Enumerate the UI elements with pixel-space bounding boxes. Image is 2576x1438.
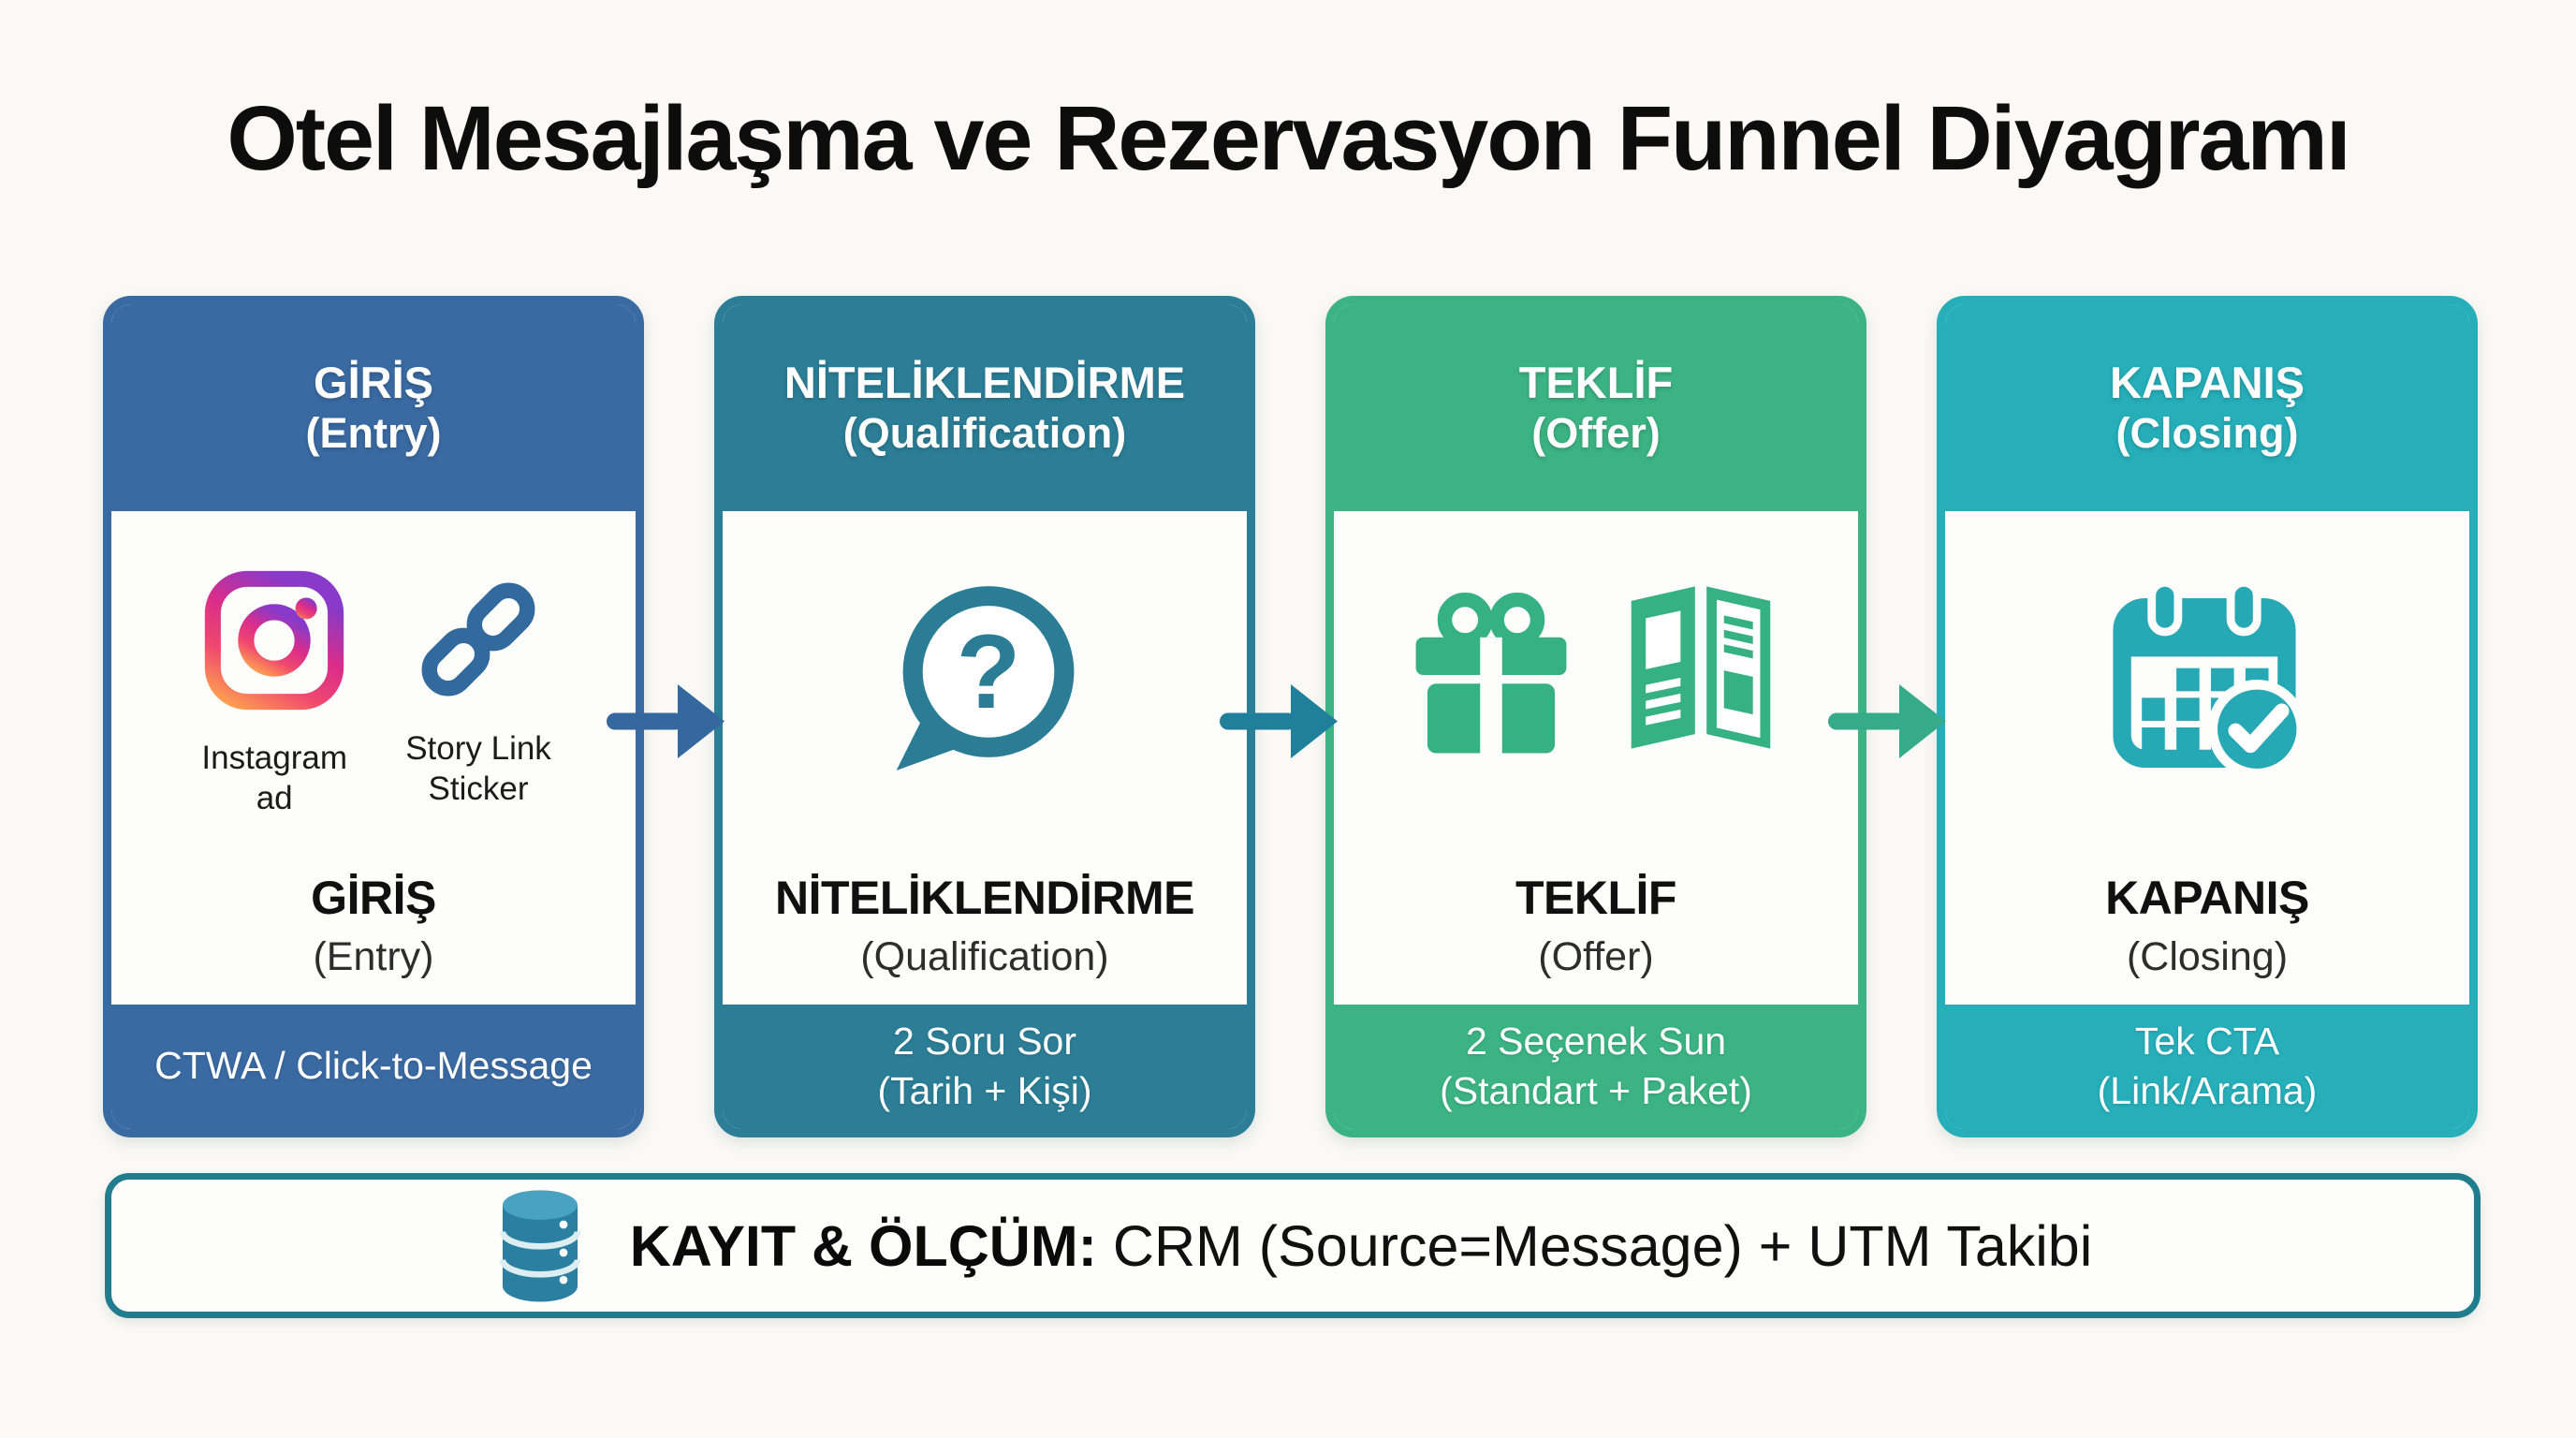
card-entry-header-subtitle: (Entry)	[305, 408, 442, 457]
card-closing-label-title: KAPANIŞ	[2105, 872, 2309, 924]
arrow-right-icon	[607, 677, 728, 766]
card-entry-label: GİRİŞ (Entry)	[311, 871, 436, 980]
card-qualification-label-subtitle: (Qualification)	[860, 934, 1109, 979]
card-offer-footer: 2 Seçenek Sun (Standart + Paket)	[1334, 1005, 1858, 1129]
card-offer-label-subtitle: (Offer)	[1538, 934, 1654, 979]
card-closing-header-title: KAPANIŞ	[2109, 358, 2305, 408]
card-qualification-label: NİTELİKLENDİRME (Qualification)	[774, 871, 1195, 980]
card-qualification-header: NİTELİKLENDİRME (Qualification)	[723, 304, 1247, 511]
card-offer-footer-line2: (Standart + Paket)	[1440, 1068, 1752, 1112]
calendar-check-icon	[2112, 578, 2306, 779]
card-closing-footer-line1: Tek CTA	[2134, 1020, 2280, 1064]
gift-icon	[1415, 592, 1567, 754]
question-bubble-icon: ?	[896, 586, 1074, 770]
card-qualification-footer-line2: (Tarih + Kişi)	[877, 1068, 1092, 1112]
card-qualification-body: ? NİTELİKLENDİRME (Qualification)	[723, 511, 1247, 1005]
card-qualification-footer-line1: 2 Soru Sor	[893, 1020, 1076, 1064]
card-offer-label-title: TEKLİF	[1515, 872, 1676, 924]
card-closing-body: KAPANIŞ (Closing)	[1945, 511, 2469, 1005]
card-entry-footer: CTWA / Click-to-Message	[111, 1005, 636, 1129]
card-offer-header: TEKLİF (Offer)	[1334, 304, 1858, 511]
card-closing-header-subtitle: (Closing)	[2115, 408, 2299, 457]
page-title: Otel Mesajlaşma ve Rezervasyon Funnel Di…	[227, 87, 2350, 189]
card-entry-label-title: GİRİŞ	[311, 872, 436, 924]
card-qualification-footer: 2 Soru Sor (Tarih + Kişi)	[723, 1005, 1247, 1129]
card-closing: KAPANIŞ (Closing)	[1937, 296, 2478, 1137]
card-closing-label: KAPANIŞ (Closing)	[2105, 871, 2309, 980]
summary-bar: KAYIT & ÖLÇÜM: CRM (Source=Message) + UT…	[105, 1173, 2481, 1318]
card-offer-body: TEKLİF (Offer)	[1334, 511, 1858, 1005]
card-qualification-header-title: NİTELİKLENDİRME	[783, 358, 1186, 408]
summary-label: KAYIT & ÖLÇÜM:	[629, 1213, 1097, 1278]
card-closing-label-subtitle: (Closing)	[2126, 934, 2289, 979]
card-qualification-header-subtitle: (Qualification)	[842, 408, 1127, 457]
card-entry: GİRİŞ (Entry)	[103, 296, 644, 1137]
card-entry-header: GİRİŞ (Entry)	[111, 304, 636, 511]
summary-text: KAYIT & ÖLÇÜM: CRM (Source=Message) + UT…	[630, 1213, 2093, 1279]
card-qualification: NİTELİKLENDİRME (Qualification) ? NİTELİ…	[714, 296, 1255, 1137]
card-closing-footer: Tek CTA (Link/Arama)	[1945, 1005, 2469, 1129]
instagram-icon	[205, 570, 344, 711]
card-offer: TEKLİF (Offer)	[1325, 296, 1866, 1137]
summary-value: CRM (Source=Message) + UTM Takibi	[1096, 1213, 2093, 1278]
link-icon	[421, 582, 535, 697]
database-icon	[499, 1190, 581, 1302]
card-entry-label-subtitle: (Entry)	[313, 934, 434, 979]
card-entry-footer-line1: CTWA / Click-to-Message	[154, 1044, 593, 1088]
card-closing-header: KAPANIŞ (Closing)	[1945, 304, 2469, 511]
card-offer-header-title: TEKLİF	[1518, 358, 1674, 408]
brochure-icon	[1631, 586, 1771, 749]
arrow-right-icon	[1220, 677, 1341, 766]
svg-text:?: ?	[956, 612, 1020, 730]
card-offer-label: TEKLİF (Offer)	[1515, 871, 1676, 980]
card-qualification-label-title: NİTELİKLENDİRME	[774, 872, 1195, 924]
card-offer-footer-line1: 2 Seçenek Sun	[1465, 1020, 1727, 1064]
card-entry-header-title: GİRİŞ	[314, 358, 433, 408]
card-closing-footer-line2: (Link/Arama)	[2097, 1068, 2318, 1112]
arrow-right-icon	[1828, 677, 1950, 766]
card-offer-header-subtitle: (Offer)	[1531, 408, 1661, 457]
